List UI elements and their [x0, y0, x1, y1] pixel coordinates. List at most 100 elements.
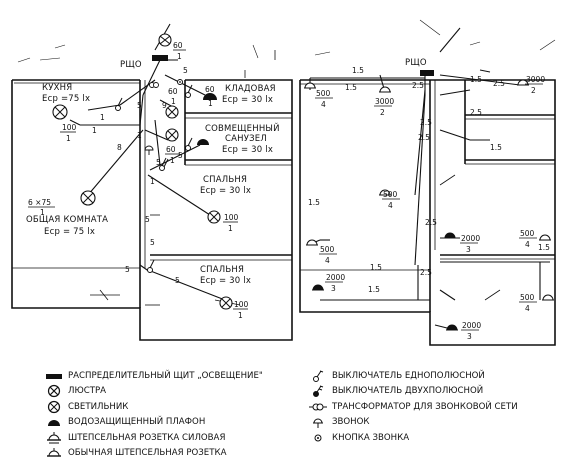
legend-label: ВЫКЛЮЧАТЕЛЬ ДВУХПОЛЮСНОЙ — [332, 386, 484, 397]
wire-mark: 2.5 — [425, 218, 437, 227]
wire-mark: 9 — [162, 101, 167, 110]
room-lux-pantry: Еср = 30 lx — [222, 95, 273, 105]
living-fixture-count: 6 ×75 — [28, 198, 51, 207]
single-pole-switch-icon — [185, 137, 193, 151]
lamp-icon — [44, 400, 64, 414]
outlet-watt: 500 — [320, 245, 335, 254]
room-lux-kitchen: Еср =75 lx — [42, 94, 90, 104]
lamp-count: 1 — [177, 52, 182, 61]
wire-mark: 5 — [125, 265, 130, 274]
waterproof-fixture-icon — [203, 93, 217, 100]
legend-label: ШТЕПСЕЛЬНАЯ РОЗЕТКА СИЛОВАЯ — [68, 432, 226, 443]
single-pole-switch-icon — [147, 259, 155, 273]
wire-mark: 2.5 — [470, 108, 482, 117]
outlet-watt: 500 — [520, 229, 535, 238]
outlet-watt: 500 — [316, 89, 331, 98]
left-panel-label: РЩО — [120, 60, 142, 70]
lamp-icon — [165, 105, 179, 119]
wire-mark: 1.5 — [308, 198, 320, 207]
room-name-kitchen: КУХНЯ — [42, 83, 72, 93]
single-pole-switch-icon — [308, 369, 328, 383]
legend-item: КНОПКА ЗВОНКА — [308, 430, 518, 446]
room-lux-bedroom1: Еср = 30 lx — [200, 186, 251, 196]
wire-mark: 2.5 — [418, 133, 430, 142]
lamp-icon — [207, 210, 221, 224]
outlet-watt: 2000 — [461, 234, 480, 243]
lamp-count: 1 — [228, 224, 233, 233]
outlet-count: 4 — [325, 256, 330, 265]
power-socket-icon — [44, 431, 64, 445]
legend-item: ВЫКЛЮЧАТЕЛЬ ЕДНОПОЛЮСНОЙ — [308, 368, 518, 384]
socket-icon — [306, 239, 318, 246]
power-socket-icon — [446, 324, 458, 331]
lamp-icon — [219, 296, 233, 310]
room-lux-living: Еср = 75 lx — [44, 227, 95, 237]
lamp-icon — [165, 128, 179, 142]
legend-right-column: ВЫКЛЮЧАТЕЛЬ ЕДНОПОЛЮСНОЙ ВЫКЛЮЧАТЕЛЬ ДВУХ… — [308, 368, 518, 446]
room-name-living: ОБЩАЯ КОМНАТА — [26, 215, 108, 225]
legend-label: СВЕТИЛЬНИК — [68, 401, 129, 412]
wire-mark: 5 — [183, 66, 188, 75]
legend-item: ВОДОЗАЩИЩЕННЫЙ ПЛАФОН — [44, 415, 263, 431]
lamp-icon — [52, 104, 68, 120]
lamp-count: 1 — [66, 134, 71, 143]
right-plan-wiring — [307, 27, 550, 331]
room-name-bedroom1: СПАЛЬНЯ — [203, 175, 247, 185]
legend-label: ЗВОНОК — [332, 417, 370, 428]
wire-mark: 8 — [117, 143, 122, 152]
floor-plans: РЩО 60 1 100 1 60 1 60 1 60 1 6 ×75 — [11, 19, 556, 346]
outlet-count: 2 — [531, 86, 536, 95]
lamp-watt: 100 — [62, 123, 77, 132]
socket-icon — [379, 189, 391, 196]
outlet-count: 2 — [380, 108, 385, 117]
wire-mark: 1.5 — [490, 143, 502, 152]
outlet-watt: 2000 — [462, 321, 481, 330]
legend-item: ЗВОНОК — [308, 415, 518, 431]
wire-mark: 1.5 — [370, 263, 382, 272]
legend-item: ВЫКЛЮЧАТЕЛЬ ДВУХПОЛЮСНОЙ — [308, 384, 518, 400]
wire-mark: 1 — [150, 177, 155, 186]
wire-mark: 1.5 — [368, 285, 380, 294]
outlet-count: 3 — [467, 332, 472, 341]
wire-mark: 1 — [137, 131, 142, 140]
transformer-icon — [308, 400, 328, 414]
lamp-count: 1 — [208, 99, 213, 108]
room-lux-bathroom: Еср = 30 lx — [222, 145, 273, 155]
transformer-icon — [149, 82, 159, 88]
right-plan-walls — [299, 19, 556, 346]
outlet-count: 4 — [525, 240, 530, 249]
socket-icon — [304, 82, 316, 89]
lamp-icon — [158, 33, 172, 47]
bell-icon — [144, 145, 154, 155]
lamp-count: 1 — [238, 311, 243, 320]
left-plan-walls — [11, 44, 293, 341]
wire-mark: 5 — [145, 215, 150, 224]
outlet-count: 4 — [525, 304, 530, 313]
legend-item: ОБЫЧНАЯ ШТЕПСЕЛЬНАЯ РОЗЕТКА — [44, 446, 263, 462]
two-pole-switch-icon — [308, 384, 328, 398]
single-pole-switch-icon — [185, 84, 193, 98]
legend-label: КНОПКА ЗВОНКА — [332, 432, 410, 443]
lamp-watt: 60 — [168, 87, 178, 96]
lamp-watt: 60 — [166, 145, 176, 154]
outlet-count: 3 — [466, 245, 471, 254]
chandelier-icon — [44, 384, 64, 398]
legend-label: ВЫКЛЮЧАТЕЛЬ ЕДНОПОЛЮСНОЙ — [332, 370, 485, 381]
lamp-count: 1 — [170, 156, 175, 165]
right-panel-label: РЩО — [405, 58, 427, 68]
distribution-board-icon — [44, 369, 64, 383]
lamp-watt: 100 — [224, 213, 239, 222]
wire-mark: 1.5 — [352, 66, 364, 75]
wire-mark: 5 — [137, 101, 142, 110]
wire-mark: 1 — [100, 113, 105, 122]
wire-mark: 1.5 — [470, 75, 482, 84]
lamp-count: 1 — [171, 97, 176, 106]
chandelier-icon — [80, 190, 96, 206]
socket-icon — [539, 234, 551, 241]
socket-icon — [379, 86, 391, 93]
socket-icon — [44, 446, 64, 460]
left-plan-wiring — [69, 23, 226, 301]
